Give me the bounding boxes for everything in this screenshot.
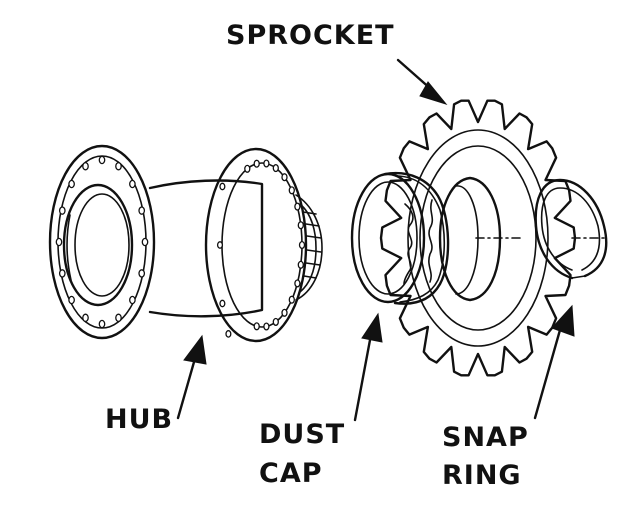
- flange-hole: [68, 179, 75, 189]
- hub-arrowhead: [183, 334, 207, 365]
- flange-hole: [82, 161, 89, 171]
- flange-hole: [58, 206, 66, 215]
- hub-left-flange: [48, 144, 156, 340]
- hub-thread-stub: [295, 194, 323, 301]
- flange-hole: [225, 330, 232, 338]
- flange-hole: [68, 295, 75, 305]
- flange-hole: [219, 182, 226, 191]
- dust-cap-leader-line: [353, 338, 372, 422]
- flange-hole: [281, 308, 288, 317]
- leader-arrows: [176, 58, 575, 422]
- snap-ring-arrowhead: [551, 304, 575, 337]
- flange-hole: [253, 322, 260, 331]
- hub-barrel: [148, 179, 264, 318]
- dust-cap-shell: [383, 171, 450, 305]
- flange-hole: [216, 241, 224, 249]
- flange-hole: [141, 237, 149, 247]
- flange-hole: [98, 155, 106, 165]
- snap-ring-label-line1: SNAP: [442, 422, 529, 453]
- sprocket-bore: [438, 176, 502, 302]
- hub-leader-line: [176, 360, 196, 420]
- dust-cap-front-rim: [350, 172, 426, 304]
- flange-hole: [115, 313, 122, 323]
- flange-hole: [288, 186, 295, 195]
- flange-hole: [219, 299, 226, 308]
- flange-hole: [115, 161, 122, 171]
- flange-hole: [297, 221, 304, 230]
- flange-hole: [129, 179, 136, 189]
- flange-hole: [253, 159, 260, 168]
- dust-cap-label-line1: DUST: [259, 419, 346, 450]
- sprocket-arrowhead: [419, 81, 448, 105]
- hub-right-flange-holes: [216, 159, 306, 338]
- snap-ring-leader-line: [533, 328, 562, 420]
- flange-hole: [281, 173, 288, 182]
- flange-hole: [55, 237, 63, 247]
- sprocket-label: SPROCKET: [226, 20, 395, 51]
- dust-cap: [350, 171, 450, 305]
- flange-hole: [138, 269, 146, 278]
- hub-label: HUB: [105, 404, 174, 435]
- flange-hole: [82, 313, 89, 323]
- dust-cap-label-line2: CAP: [259, 458, 323, 489]
- flange-hole: [263, 322, 270, 331]
- hub-right-flange: [204, 147, 308, 343]
- flange-hole: [298, 240, 306, 250]
- snap-ring: [534, 178, 608, 280]
- snap-ring-outer: [534, 178, 608, 280]
- flange-hole: [272, 164, 279, 173]
- flange-hole: [263, 159, 270, 168]
- sprocket: [379, 99, 577, 377]
- sprocket-teeth: [379, 99, 577, 377]
- dust-cap-inner-notch: [403, 203, 414, 285]
- flange-hole: [294, 279, 301, 288]
- flange-hole: [129, 295, 136, 305]
- hub-bore: [62, 183, 134, 307]
- flange-hole: [244, 164, 251, 173]
- flange-hole: [297, 260, 304, 269]
- hub: [48, 144, 323, 343]
- flange-hole: [138, 206, 146, 215]
- snap-ring-inner: [540, 187, 601, 271]
- flange-hole: [98, 319, 106, 329]
- dust-cap-arrowhead: [361, 312, 383, 343]
- flange-hole: [58, 269, 66, 278]
- flange-hole: [272, 317, 279, 326]
- snap-ring-label-line2: RING: [442, 460, 522, 491]
- flange-hole: [288, 295, 295, 304]
- hub-left-flange-holes: [55, 155, 149, 329]
- flange-hole: [294, 202, 301, 211]
- sprocket-face-ring: [407, 129, 549, 347]
